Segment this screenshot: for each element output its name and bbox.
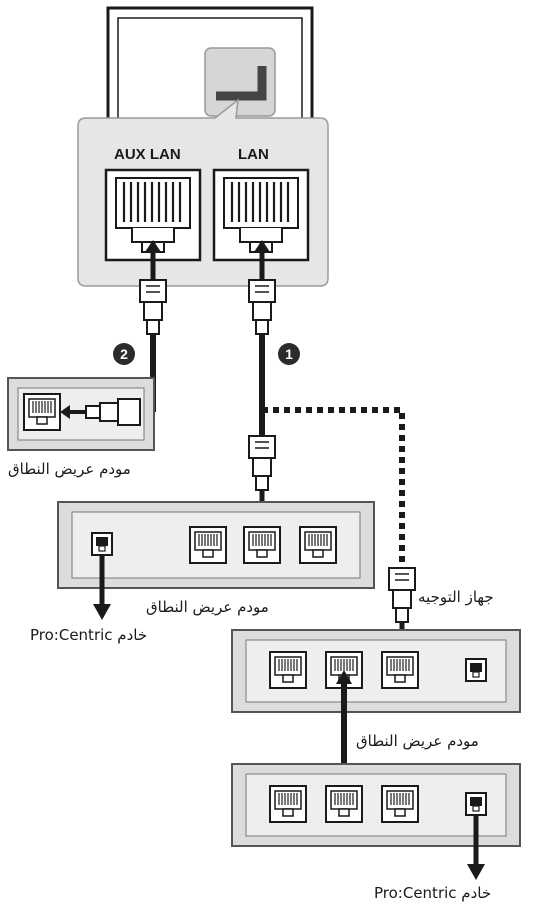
modem-main-server-port[interactable] (91, 532, 113, 556)
modem-main-jack-1[interactable] (189, 526, 227, 564)
lan-label: LAN (238, 146, 269, 163)
badge-2: 2 (113, 343, 135, 365)
server-left-label: خادم Pro:Centric (30, 626, 148, 644)
modem-lower-jack-3[interactable] (381, 785, 419, 823)
badge-1-text: 1 (285, 346, 293, 362)
server-bottom-label: خادم Pro:Centric (374, 884, 492, 902)
router-label: جهاز التوجيه (418, 588, 494, 606)
router-small-port[interactable] (465, 658, 487, 682)
modem-main (57, 501, 375, 620)
aux-lan-label: AUX LAN (114, 146, 181, 163)
modem-small-jack[interactable] (23, 393, 61, 431)
modem-small (7, 377, 155, 451)
modem-lower (231, 763, 521, 880)
cable-lan (248, 240, 276, 440)
modem-lower-server-port[interactable] (465, 792, 487, 816)
badge-1: 1 (278, 343, 300, 365)
router-jack-3[interactable] (381, 651, 419, 689)
router-jack-1[interactable] (269, 651, 307, 689)
modem-lower-label: مودم عريض النطاق (356, 732, 479, 750)
modem-main-jack-2[interactable] (243, 526, 281, 564)
dotted-router-link (262, 407, 405, 568)
port-panel (77, 98, 329, 287)
badge-2-text: 2 (120, 346, 128, 362)
modem-main-label: مودم عريض النطاق (146, 598, 269, 616)
modem-lower-jack-2[interactable] (325, 785, 363, 823)
router-device (231, 629, 521, 713)
modem-lower-jack-1[interactable] (269, 785, 307, 823)
modem-main-jack-3[interactable] (299, 526, 337, 564)
modem-small-label: مودم عريض النطاق (8, 460, 131, 478)
